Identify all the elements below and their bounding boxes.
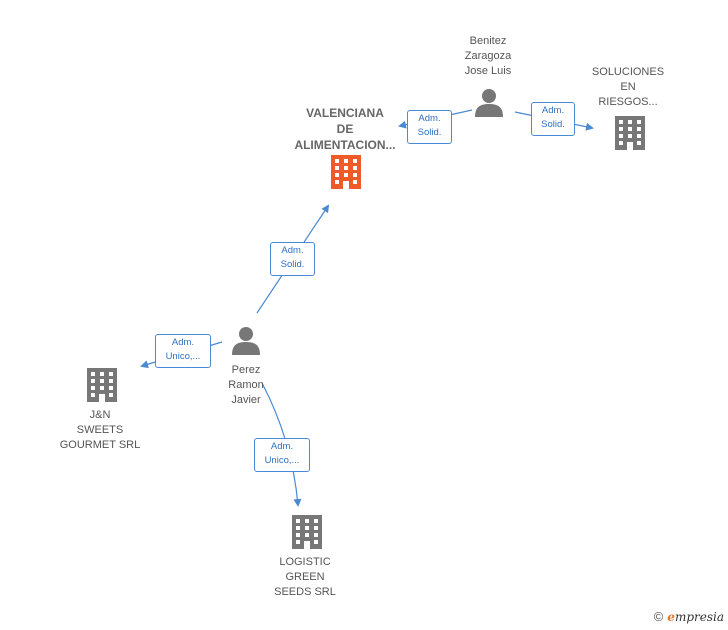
building-icon[interactable] bbox=[615, 116, 645, 150]
brand-logo[interactable]: empresia bbox=[667, 609, 724, 624]
edges bbox=[140, 109, 594, 507]
building-icon[interactable] bbox=[87, 368, 117, 402]
node-label-valenciana[interactable]: VALENCIANA DE ALIMENTACION... bbox=[294, 106, 396, 152]
edge-label-perez-logistic[interactable]: Adm. Unico,... bbox=[254, 438, 310, 472]
edge-label-perez-valenciana[interactable]: Adm. Solid. bbox=[270, 242, 315, 276]
footer-brand: © empresia bbox=[654, 609, 724, 624]
building-icon[interactable] bbox=[292, 515, 322, 549]
node-label-soluciones[interactable]: SOLUCIONES EN RIESGOS... bbox=[591, 66, 665, 108]
building-icon[interactable] bbox=[331, 155, 361, 189]
node-label-logistic[interactable]: LOGISTIC GREEN SEEDS SRL bbox=[274, 556, 336, 598]
node-label-benitez[interactable]: Benitez Zaragoza Jose Luis bbox=[464, 35, 512, 77]
person-icon[interactable] bbox=[475, 89, 503, 117]
node-label-jn[interactable]: J&N SWEETS GOURMET SRL bbox=[59, 409, 141, 451]
copyright-icon: © bbox=[653, 609, 664, 624]
edge-label-perez-jn[interactable]: Adm. Unico,... bbox=[155, 334, 211, 368]
edge-label-benitez-valenciana[interactable]: Adm. Solid. bbox=[407, 110, 452, 144]
edge-label-benitez-soluciones[interactable]: Adm. Solid. bbox=[531, 102, 575, 136]
node-label-perez[interactable]: Perez Ramon Javier bbox=[228, 364, 264, 406]
person-icon[interactable] bbox=[232, 327, 260, 355]
